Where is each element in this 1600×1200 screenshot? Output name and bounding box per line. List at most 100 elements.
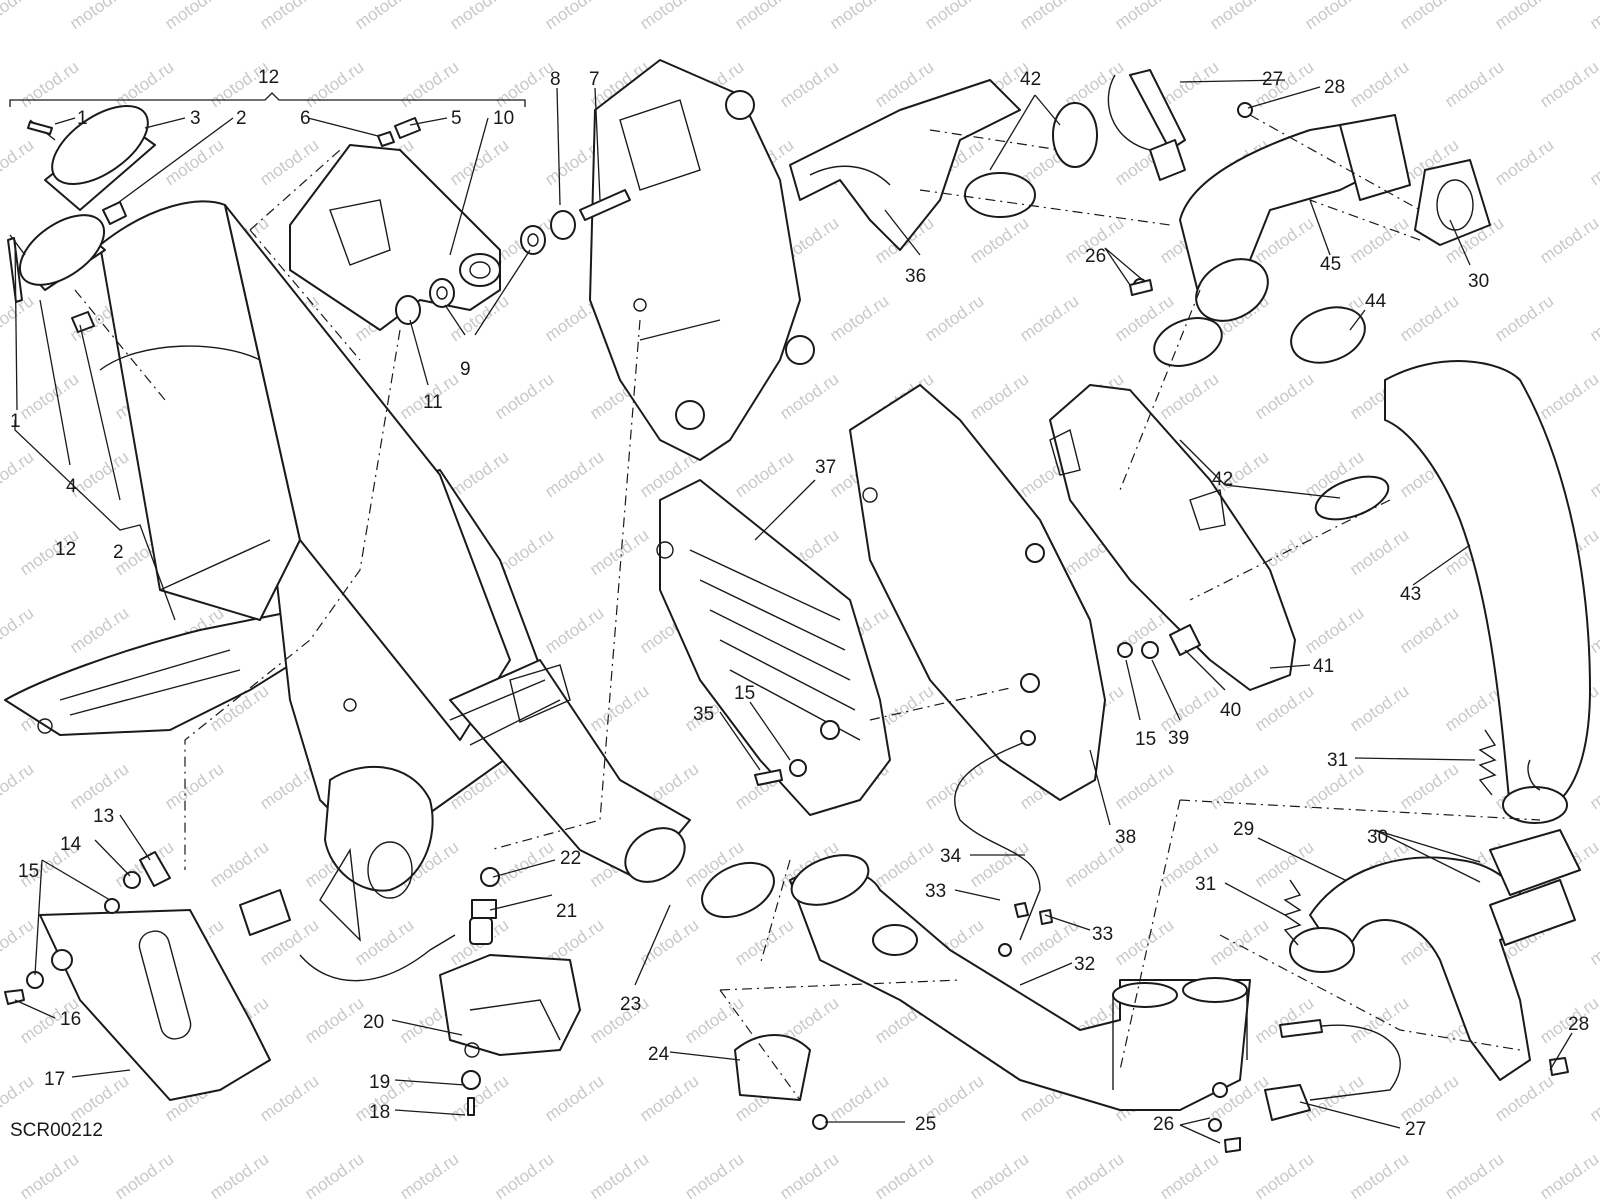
watermark-text: motod.ru [1586,1071,1600,1125]
callout: 12 [55,539,76,560]
callout: 8 [550,69,561,90]
watermark-text: motod.ru [1111,0,1177,33]
watermark-text: motod.ru [1251,369,1317,423]
watermark-text: motod.ru [1346,1149,1412,1200]
watermark-text: motod.ru [871,1149,937,1200]
watermark-text: motod.ru [66,0,132,33]
watermark-text: motod.ru [351,0,417,33]
watermark-text: motod.ru [396,57,462,111]
watermark-text: motod.ru [1111,915,1177,969]
watermark-text: motod.ru [301,993,367,1047]
callout: 21 [556,901,577,922]
watermark-text: motod.ru [1061,1149,1127,1200]
watermark-text: motod.ru [446,0,512,33]
watermark-text: motod.ru [0,603,37,657]
watermark-text: motod.ru [966,369,1032,423]
watermark-text: motod.ru [111,1149,177,1200]
watermark-text: motod.ru [1206,915,1272,969]
callout: 40 [1220,700,1241,721]
watermark-text: motod.ru [541,447,607,501]
callout: 26 [1085,246,1106,267]
callout: 32 [1074,954,1095,975]
watermark-text: motod.ru [0,915,37,969]
callout: 12 [258,67,279,88]
watermark-text: motod.ru [0,135,37,189]
callout: 15 [734,683,755,704]
group-brackets [9,92,526,621]
subframe-bracket-drawing [589,59,815,461]
callout: 37 [815,457,836,478]
watermark-text: motod.ru [256,1071,322,1125]
callout: 31 [1195,874,1216,895]
watermark-text: motod.ru [1586,915,1600,969]
collector-pipe-drawing [789,854,1251,1111]
watermark-text: motod.ru [1536,1149,1600,1200]
callout: 25 [915,1114,936,1135]
watermark-text: motod.ru [1346,525,1412,579]
watermark-text: motod.ru [1016,0,1082,33]
callout: 2 [113,542,124,563]
watermark-text: motod.ru [1396,759,1462,813]
watermark-text: motod.ru [491,1149,557,1200]
callout: 38 [1115,827,1136,848]
watermark-text: motod.ru [66,603,132,657]
watermark-text: motod.ru [1111,759,1177,813]
watermark-text: motod.ru [396,1149,462,1200]
heat-shield-41-drawing [1049,384,1296,691]
callout: 44 [1365,291,1387,312]
callout: 11 [423,392,443,413]
watermark-text: motod.ru [491,369,557,423]
heat-shield-38-drawing [849,384,1106,801]
watermark-text: motod.ru [1346,57,1412,111]
watermark-text: motod.ru [1251,1149,1317,1200]
watermark-text: motod.ru [1396,291,1462,345]
callout: 27 [1262,69,1283,90]
callout: 1 [10,411,21,432]
watermark-text: motod.ru [1491,0,1557,33]
callout: 30 [1468,271,1489,292]
watermark-text: motod.ru [1251,993,1317,1047]
callout: 17 [44,1069,65,1090]
callout: 33 [925,881,946,902]
callout: 45 [1320,254,1341,275]
callout-leaders [14,79,1573,1144]
heat-shield-36-drawing [789,79,1021,251]
watermark-text: motod.ru [1491,291,1557,345]
callout: 41 [1313,656,1334,677]
watermark-text: motod.ru [206,1149,272,1200]
callout: 9 [460,359,471,380]
watermark-text: motod.ru [1251,837,1317,891]
watermark-text: motod.ru [1396,603,1462,657]
callout: 24 [648,1044,670,1065]
watermark-text: motod.ru [1586,447,1600,501]
watermark-text: motod.ru [1156,1149,1222,1200]
watermark-text: motod.ru [16,1149,82,1200]
callout: 28 [1568,1014,1589,1035]
watermark-text: motod.ru [1536,213,1600,267]
callout: 31 [1327,750,1348,771]
watermark-text: motod.ru [66,1071,132,1125]
watermark-text: motod.ru [351,915,417,969]
muffler-drawing [99,200,691,883]
watermark-text: motod.ru [1586,291,1600,345]
watermark-text: motod.ru [681,993,747,1047]
small-hardware-drawing [4,117,1569,1153]
watermark-text: motod.ru [1396,0,1462,33]
watermark-text: motod.ru [586,1149,652,1200]
watermark-text: motod.ru [1156,369,1222,423]
callout: 22 [560,848,581,869]
watermark-text: motod.ru [586,525,652,579]
callout: 2 [236,108,247,129]
callout: 26 [1153,1114,1174,1135]
clamps-drawing [701,102,1390,919]
watermark-text: motod.ru [491,57,557,111]
callout: 6 [300,108,311,129]
watermark-text: motod.ru [776,1149,842,1200]
watermark-text: motod.ru [16,57,82,111]
watermark-text: motod.ru [0,0,37,33]
callout: 1 [77,108,88,129]
watermark-text: motod.ru [0,447,37,501]
watermark-text: motod.ru [161,135,227,189]
watermark-text: motod.ru [256,0,322,33]
